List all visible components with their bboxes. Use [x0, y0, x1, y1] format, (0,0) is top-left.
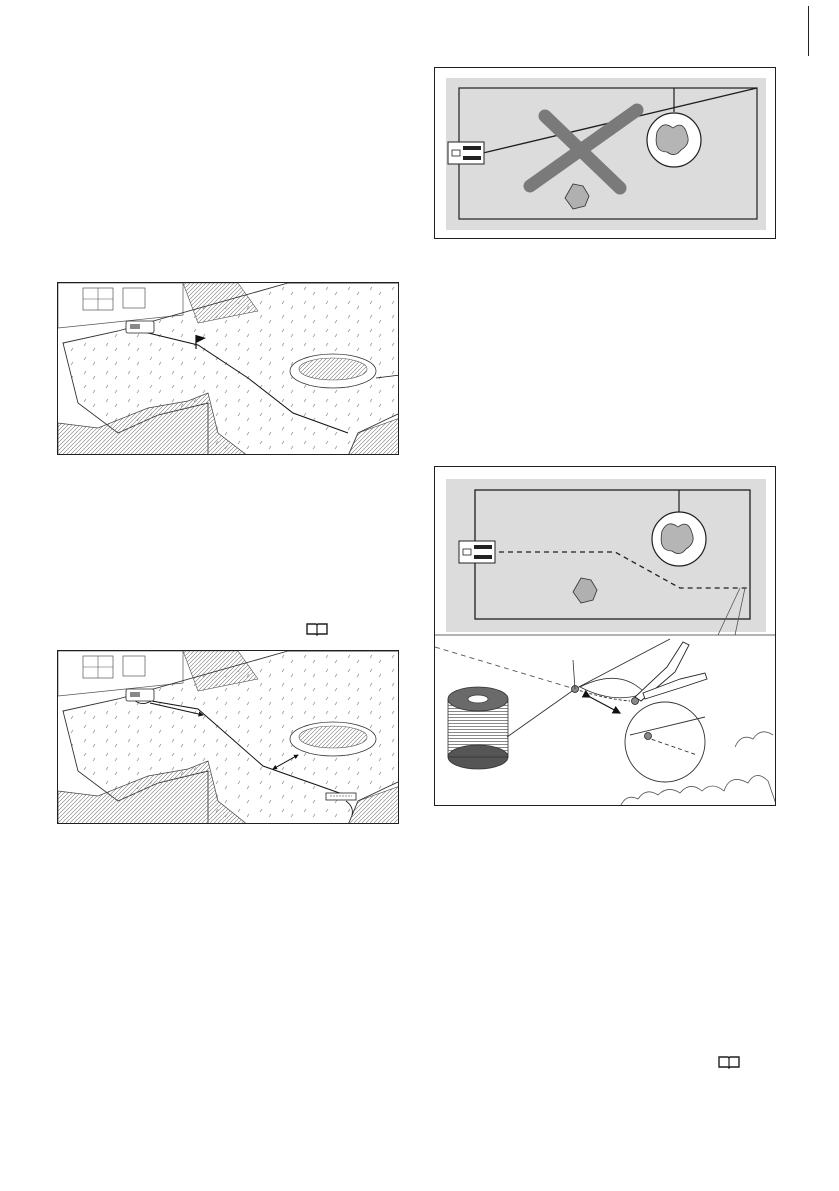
- measuring-guide-icon: [326, 793, 356, 800]
- figure-incorrect-guide-wire: [434, 67, 776, 239]
- figure-guide-wire-distance: [57, 650, 399, 824]
- manual-book-icon: [718, 1055, 740, 1069]
- figure-lawn-charging-station: [57, 282, 399, 455]
- charging-station-icon: [459, 541, 495, 563]
- wire-spool-icon: [448, 687, 508, 769]
- charging-station-icon: [126, 321, 154, 333]
- pliers-icon: [635, 642, 707, 701]
- manual-book-icon: [306, 622, 328, 636]
- page-edge-marker: [808, 6, 809, 56]
- charging-station-icon: [448, 142, 484, 164]
- charging-station-icon: [126, 689, 154, 701]
- figure-correct-guide-wire-splice: [434, 466, 776, 806]
